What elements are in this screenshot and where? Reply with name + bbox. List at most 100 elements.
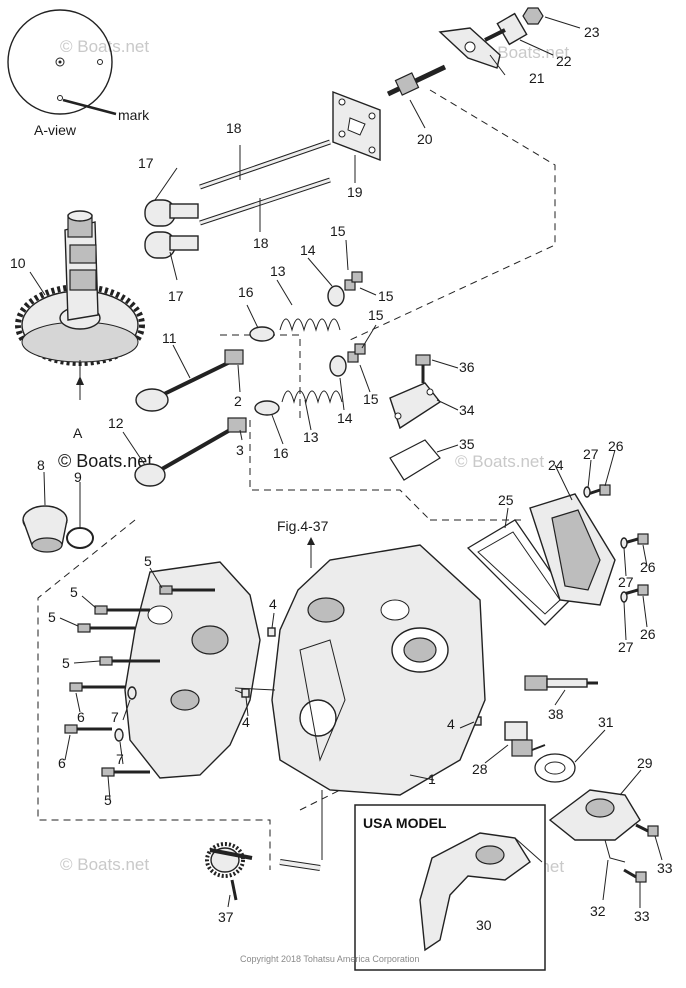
- rocker-stud: [386, 64, 447, 97]
- callout-6: 6: [77, 709, 85, 725]
- watermark: © Boats.net: [60, 37, 149, 56]
- callout-17: 17: [168, 288, 184, 304]
- thermostat-gasket: [534, 753, 576, 783]
- breather-gasket: [389, 439, 441, 481]
- valve-spring-upper: [279, 318, 341, 332]
- callout-34: 34: [459, 402, 475, 418]
- breather-cover: [389, 382, 442, 430]
- cover-bolt: [587, 484, 611, 496]
- usa-model-callout: 30: [476, 917, 492, 933]
- callout-17: 17: [138, 155, 154, 171]
- callout-35: 35: [459, 436, 475, 452]
- callout-7: 7: [111, 709, 119, 725]
- bolt: [69, 682, 125, 692]
- callout-16: 16: [273, 445, 289, 461]
- callout-18: 18: [226, 120, 242, 136]
- cover-bolt: [635, 823, 659, 837]
- callout-21: 21: [529, 70, 545, 86]
- callout-33: 33: [657, 860, 673, 876]
- callout-26: 26: [608, 438, 624, 454]
- callout-11: 11: [162, 330, 177, 346]
- callout-15: 15: [363, 391, 379, 407]
- callout-26: 26: [640, 559, 656, 575]
- exhaust-cover: [529, 493, 616, 606]
- callout-24: 24: [548, 457, 564, 473]
- bolt: [64, 724, 112, 734]
- valve-keeper: [344, 279, 356, 291]
- washer: [583, 486, 591, 498]
- view-arrow-label: A: [73, 425, 83, 441]
- callout-38: 38: [548, 706, 564, 722]
- washer: [127, 686, 137, 700]
- callout-13: 13: [270, 263, 286, 279]
- a-view-title: A-view: [34, 122, 77, 138]
- watermark-dark: © Boats.net: [58, 451, 152, 471]
- callout-10: 10: [10, 255, 26, 271]
- push-rod-upper: [199, 139, 331, 190]
- callout-32: 32: [590, 903, 606, 919]
- callout-23: 23: [584, 24, 600, 40]
- cylinder-block: [271, 544, 486, 796]
- bolt: [159, 585, 215, 595]
- copyright-text: Copyright 2018 Tohatsu America Corporati…: [240, 954, 419, 964]
- a-view-inset: mark A-view: [7, 9, 150, 138]
- callout-9: 9: [74, 469, 82, 485]
- callout-7: 7: [116, 751, 124, 767]
- callout-27: 27: [618, 574, 634, 590]
- callout-37: 37: [218, 909, 234, 925]
- spark-plug: [524, 675, 598, 691]
- callout-15: 15: [368, 307, 384, 323]
- mark-label: mark: [118, 107, 150, 123]
- callout-19: 19: [347, 184, 363, 200]
- bolt: [77, 623, 135, 633]
- exhaust-valve: [134, 417, 247, 487]
- callout-29: 29: [637, 755, 653, 771]
- thermostat-cover: [548, 789, 641, 841]
- washer: [114, 728, 124, 742]
- callout-36: 36: [459, 359, 475, 375]
- callout-4: 4: [269, 596, 277, 612]
- callout-5: 5: [144, 553, 152, 569]
- callout-25: 25: [498, 492, 514, 508]
- bolt: [94, 605, 150, 615]
- callout-1: 1: [428, 771, 436, 787]
- crankcase-left: [124, 561, 261, 779]
- rocker-nut: [522, 7, 544, 25]
- oil-filler-cap: [22, 505, 68, 553]
- washer: [620, 537, 628, 549]
- valve-keeper: [351, 271, 363, 283]
- valve-keeper: [347, 351, 359, 363]
- spring-retainer-lower: [329, 355, 347, 377]
- callout-26: 26: [640, 626, 656, 642]
- callout-16: 16: [238, 284, 254, 300]
- bolt: [101, 767, 150, 777]
- callout-5: 5: [48, 609, 56, 625]
- valve-lifter-upper: [144, 199, 199, 227]
- hose-clip: [604, 839, 626, 863]
- push-rod-lower: [199, 177, 331, 226]
- callout-5: 5: [104, 792, 112, 808]
- callout-8: 8: [37, 457, 45, 473]
- valve-keeper: [354, 343, 366, 355]
- cover-bolt: [415, 354, 431, 383]
- callout-4: 4: [447, 716, 455, 732]
- valve-spring-lower: [281, 390, 343, 404]
- valve-lifter-lower: [144, 231, 199, 259]
- cover-bolt: [623, 868, 647, 883]
- camshaft-gear: [15, 210, 145, 366]
- callout-4: 4: [242, 714, 250, 730]
- callout-27: 27: [583, 446, 599, 462]
- callout-28: 28: [472, 761, 488, 777]
- watermark: © Boats.net: [60, 855, 149, 874]
- callout-20: 20: [417, 131, 433, 147]
- callout-14: 14: [337, 410, 353, 426]
- callout-33: 33: [634, 908, 650, 924]
- callout-31: 31: [598, 714, 614, 730]
- o-ring: [66, 527, 94, 549]
- thermostat: [504, 721, 546, 757]
- callout-13: 13: [303, 429, 319, 445]
- intake-valve: [135, 349, 244, 412]
- valve-stem-seal-lower: [254, 400, 280, 416]
- governor-pin: [279, 859, 321, 871]
